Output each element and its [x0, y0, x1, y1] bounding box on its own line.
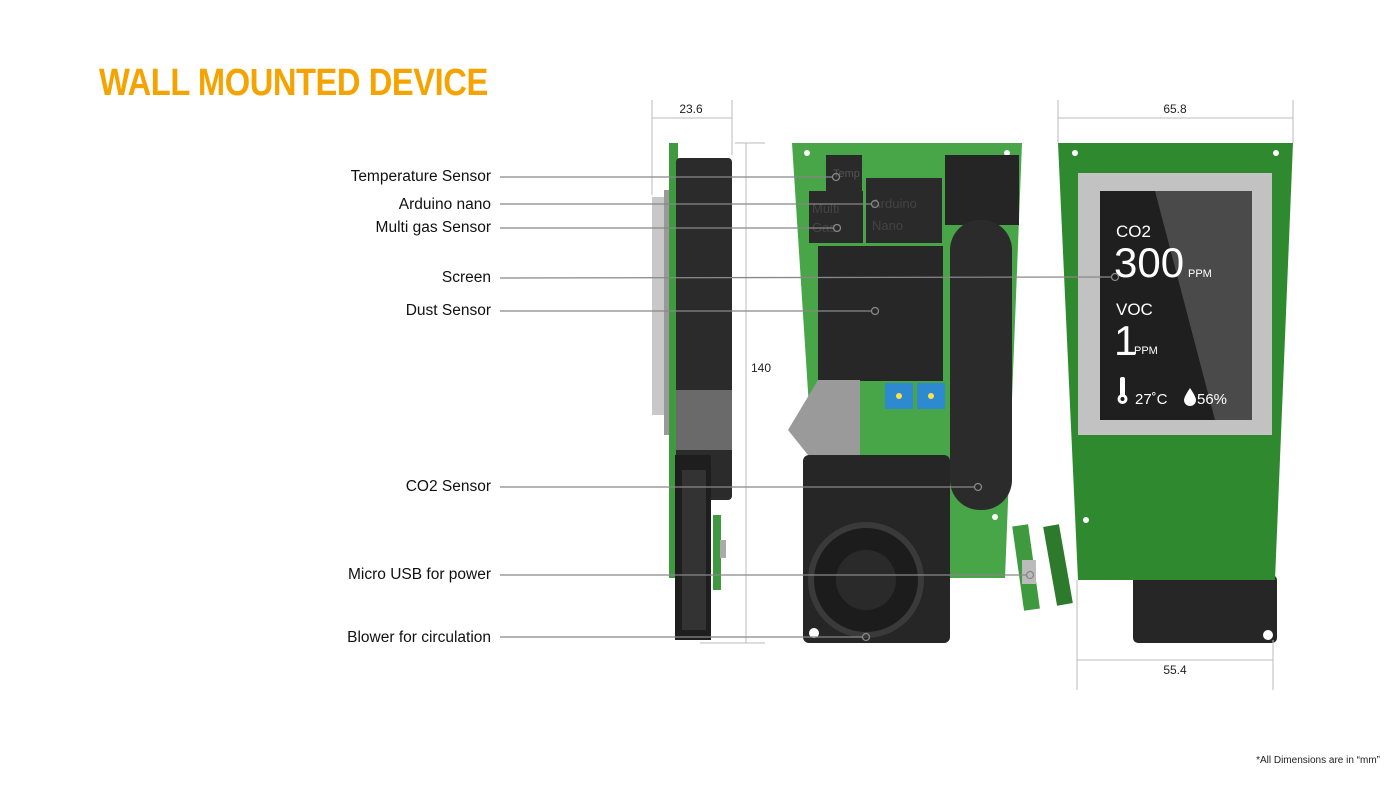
voc-unit: PPM	[1134, 345, 1158, 357]
arduino-marking: Arduino	[872, 196, 917, 211]
co2-value: 300	[1114, 239, 1184, 286]
label-blower: Blower for circulation	[347, 629, 491, 646]
label-arduino-nano: Arduino nano	[398, 196, 491, 213]
footnote: *All Dimensions are in “mm”	[1256, 755, 1380, 766]
front-view: CO2 300 PPM VOC 1 PPM 27˚C 56%	[1058, 143, 1293, 643]
multi-marking: Multi	[812, 201, 840, 216]
thermometer-icon	[1117, 377, 1128, 404]
page-title: WALL MOUNTED DEVICE	[99, 62, 488, 104]
label-co2-sensor: CO2 Sensor	[405, 478, 491, 495]
co2-unit: PPM	[1188, 268, 1212, 280]
side-view	[652, 143, 732, 640]
label-dust-sensor: Dust Sensor	[405, 302, 491, 319]
label-multi-gas-sensor: Multi gas Sensor	[375, 219, 491, 236]
dim-height: 140	[751, 361, 771, 375]
internal-view: Temp Multi Gas Arduino Nano	[788, 143, 1073, 643]
humidity-readout: 56%	[1197, 391, 1227, 408]
dimension-lines	[651, 100, 1294, 690]
voc-value: 1	[1114, 317, 1137, 364]
label-micro-usb: Micro USB for power	[348, 566, 491, 583]
label-screen: Screen	[441, 269, 491, 286]
co2-label: CO2	[1116, 222, 1151, 241]
humidity-drop-icon	[1184, 388, 1196, 406]
leader-lines	[499, 172, 1120, 642]
label-temperature-sensor: Temperature Sensor	[350, 168, 491, 185]
temperature-readout: 27˚C	[1135, 391, 1168, 408]
dim-front-bottom: 55.4	[1163, 663, 1187, 677]
dim-side-width: 23.6	[679, 102, 703, 116]
dim-front-top: 65.8	[1163, 102, 1187, 116]
nano-marking: Nano	[872, 218, 903, 233]
voc-label: VOC	[1116, 300, 1153, 319]
